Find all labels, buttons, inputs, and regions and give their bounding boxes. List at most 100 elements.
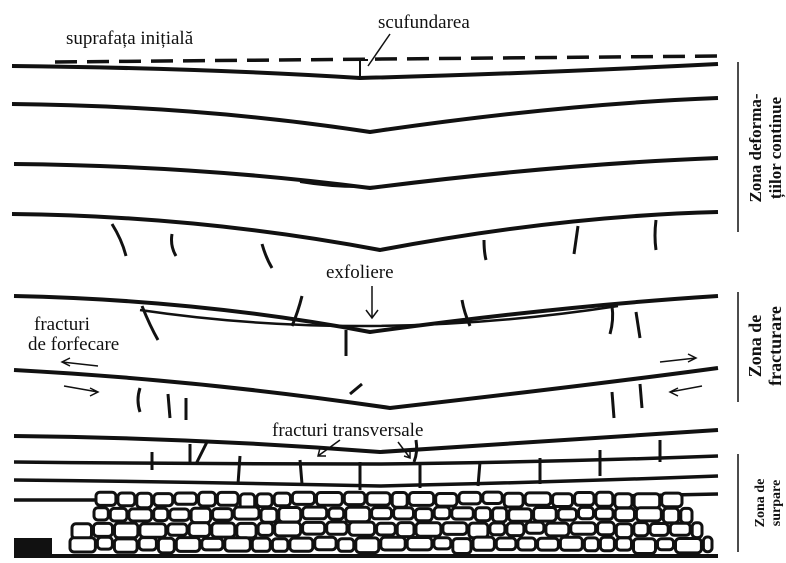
rubble-block <box>96 492 116 505</box>
rubble-block <box>377 523 396 535</box>
rubble-block <box>154 494 173 506</box>
rubble-block <box>434 538 451 549</box>
rubble-block <box>509 509 532 521</box>
rubble-block <box>202 538 223 550</box>
rubble-block <box>526 522 544 533</box>
rubble-block <box>575 493 594 506</box>
rubble-block <box>394 508 414 519</box>
rubble-block <box>189 523 210 537</box>
rubble-block <box>634 539 656 554</box>
rubble-block <box>212 523 235 537</box>
rubble-block <box>663 508 678 523</box>
rubble-block <box>175 493 197 504</box>
rubble-block <box>217 492 238 505</box>
rubble-block <box>213 509 233 520</box>
rubble-block <box>118 493 135 506</box>
rubble-block <box>436 494 457 507</box>
zone-fracture-line1: Zona de <box>745 315 765 378</box>
fractures-layer-6 <box>138 384 642 420</box>
rubble-block <box>237 523 256 538</box>
rubble-block <box>94 523 113 536</box>
rubble-block <box>274 493 290 506</box>
rubble-block <box>303 507 327 519</box>
rubble-block <box>199 492 216 506</box>
rubble-block <box>137 493 152 508</box>
rubble-block <box>158 538 174 553</box>
transverse-fractures-label: fracturi transversale <box>272 420 423 441</box>
rubble-block <box>507 523 524 536</box>
rubble-block <box>381 537 405 550</box>
rubble-block <box>257 494 272 507</box>
zone-fracture: Zona de fracturare <box>745 306 785 386</box>
rubble-block <box>452 508 474 519</box>
rubble-block <box>496 538 516 550</box>
rubble-block <box>596 492 613 506</box>
rubble-block <box>97 537 112 549</box>
stratum-line-1 <box>12 64 718 78</box>
rubble-block <box>658 539 674 550</box>
rubble-block <box>475 508 490 521</box>
rubble-block <box>94 508 108 520</box>
rubble-block <box>662 493 682 507</box>
rubble-block <box>261 508 277 522</box>
rubble-block <box>650 524 668 536</box>
rubble-block <box>616 524 632 538</box>
base-block-left <box>14 538 52 558</box>
stratum-line-4 <box>12 212 718 250</box>
rubble-block <box>525 493 551 505</box>
rubble-block <box>317 493 343 506</box>
rubble-block <box>596 508 614 519</box>
initial-surface-line <box>55 56 720 62</box>
stratum-line-2 <box>12 98 718 132</box>
rubble-block <box>490 523 505 535</box>
rubble-block <box>504 493 523 507</box>
rubble-block <box>681 508 692 523</box>
rubble-block <box>70 538 95 552</box>
rubble-block <box>168 524 187 535</box>
subsidence-pointer <box>368 34 390 66</box>
initial-surface-label: suprafața inițială <box>66 28 194 49</box>
rubble-block <box>616 538 631 550</box>
shear-fractures-label-2: de forfecare <box>28 334 119 355</box>
rubble-block <box>443 523 467 535</box>
rubble-block <box>670 523 690 535</box>
rubble-block <box>560 537 582 550</box>
rubble-block <box>546 523 569 536</box>
rubble-block <box>252 538 270 551</box>
rubble-block <box>692 523 702 538</box>
rubble-block <box>634 494 660 509</box>
rubble-block <box>615 494 632 508</box>
rubble-block <box>584 538 598 551</box>
exfoliation-label: exfoliere <box>326 262 394 283</box>
rubble-block <box>598 522 615 535</box>
rubble-block <box>493 508 507 522</box>
rubble-block <box>275 522 301 536</box>
rubble-block <box>349 522 375 535</box>
rubble-block <box>372 508 392 519</box>
zone-continuous: Zona deforma- țiilor continue <box>746 93 786 202</box>
zone-fracture-line2: fracturare <box>765 306 785 386</box>
rubble-block <box>258 523 273 536</box>
rubble-block <box>303 522 325 534</box>
rubble-block <box>115 523 138 538</box>
rubble-block <box>634 523 648 536</box>
rubble-block <box>538 538 559 550</box>
rubble-block <box>129 509 152 521</box>
rubble-block <box>453 539 471 554</box>
rubble-block <box>279 508 301 523</box>
rubble-block <box>469 523 488 538</box>
rubble-block <box>636 508 661 521</box>
shear-arrows <box>62 354 702 396</box>
stratum-line-3 <box>14 158 718 188</box>
rubble-block <box>407 538 432 550</box>
rubble-block <box>356 538 379 553</box>
rubble-block <box>234 507 259 519</box>
rubble-block <box>579 507 594 518</box>
rubble-blocks <box>70 492 712 553</box>
stratum-line-8 <box>14 456 718 464</box>
stratum-line-9 <box>14 476 718 486</box>
rubble-block <box>338 539 354 552</box>
rubble-block <box>397 523 414 537</box>
